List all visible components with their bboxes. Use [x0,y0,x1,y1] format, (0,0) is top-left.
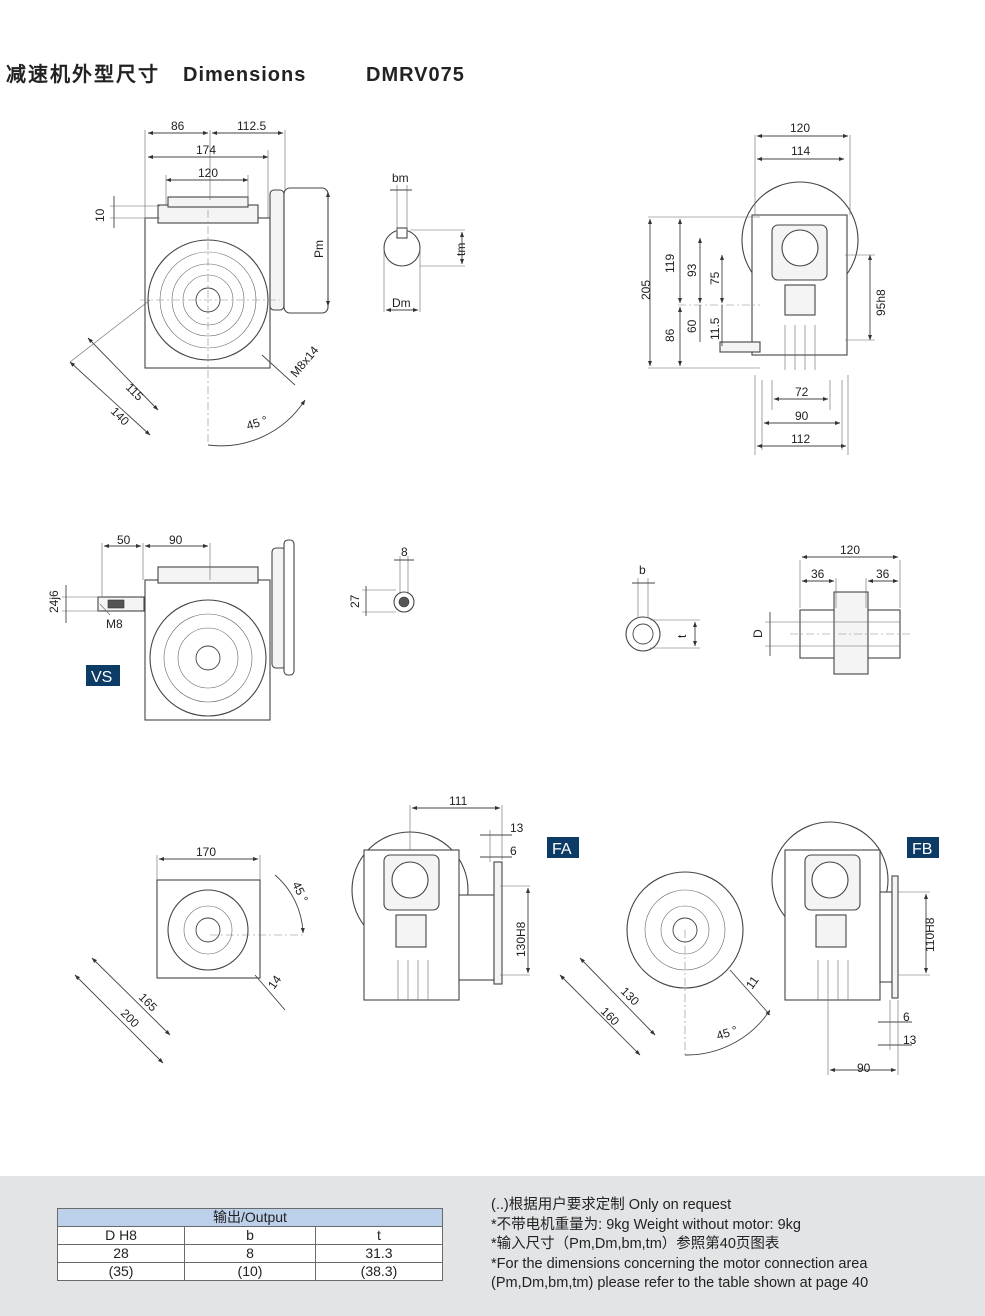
dim-label: 45 ° [715,1023,740,1043]
dim-label: 86 [171,119,185,133]
dim-label: 6 [510,844,517,858]
note-line: (..)根据用户要求定制 Only on request [491,1197,732,1213]
output-table-group-header: 输出/Output [57,1208,443,1227]
svg-text:FA: FA [552,841,572,858]
dim-label: 27 [348,594,362,608]
dim-label: tm [454,243,468,256]
fb-view: 110H8 6 13 90 FB [771,821,939,1075]
dim-label: 60 [685,319,699,333]
vs-view: 50 90 24j6 M8 VS [47,533,295,721]
dim-label: 130H8 [514,921,528,957]
fb-tag: FB [907,837,939,858]
dim-label: 13 [510,821,524,835]
note-line: (Pm,Dm,bm,tm) please refer to the table … [491,1275,869,1291]
model-name: DMRV075 [366,64,465,86]
column-header-b: b [184,1226,316,1245]
dim-label: 174 [196,143,216,157]
dim-label: 90 [857,1061,871,1075]
table-cell: (38.3) [314,1262,444,1281]
table-cell: (35) [56,1262,186,1281]
flange-plate-view: 170 45 ° 14 165 200 [74,845,311,1064]
dim-label: 11.5 [708,317,722,340]
fa-view: 111 13 6 130H8 FA [351,794,579,1001]
vs-tag: VS [86,665,120,686]
dim-label: 110H8 [923,917,937,952]
svg-text:FB: FB [912,841,932,858]
dim-label: 45 ° [289,879,311,905]
dim-label: 115 [123,380,147,404]
output-keyway: b t [625,563,700,652]
dim-label: 45 ° [245,413,270,433]
dim-label: 130 [618,984,642,1008]
dim-label: 95h8 [874,289,888,316]
side-view: 120 114 205 119 93 75 95h8 86 60 11.5 72… [639,121,888,455]
table-cell: 8 [184,1244,316,1263]
dim-label: 170 [196,845,216,859]
dim-label: 50 [117,533,131,547]
dim-label: 24j6 [47,590,61,613]
dim-label: 140 [108,404,132,428]
note-line: *For the dimensions concerning the motor… [491,1255,868,1272]
fa-tag: FA [547,837,579,858]
dim-label: 120 [198,166,218,180]
dim-label: 165 [136,990,160,1014]
svg-text:VS: VS [91,669,112,686]
dim-label: bm [392,171,409,185]
table-cell: 31.3 [314,1244,444,1263]
dim-label: 200 [118,1006,142,1030]
dim-label: 120 [790,121,810,135]
dim-label: 8 [401,545,408,559]
round-flange-view: 130 160 11 45 ° [559,871,771,1056]
dim-label: 6 [903,1010,910,1024]
dim-label: 120 [840,543,860,557]
dim-label: M8x14 [288,343,322,380]
dim-label: 205 [639,280,653,300]
dim-label: 93 [685,263,699,277]
table-row: (35) (10) (38.3) [56,1262,444,1281]
title-chinese: 减速机外型尺寸 [6,62,160,86]
dim-label: 10 [93,208,107,222]
dim-label: 14 [265,972,284,991]
dim-label: 112.5 [237,119,266,133]
dim-label: 114 [791,144,810,158]
column-header-t: t [314,1226,444,1245]
input-shaft-detail: 8 27 [348,545,415,616]
hollow-shaft-section: 120 36 36 D [751,543,910,675]
footer-panel: 输出/Output D H8 b t 28 8 31.3 (35) (10) (… [0,1176,985,1316]
dim-label: 90 [169,533,183,547]
dim-label: t [675,634,689,638]
dim-label: 90 [795,409,809,423]
dim-label: 36 [811,567,825,581]
dim-label: b [639,563,646,577]
motor-shaft-keyway: bm tm Dm [383,171,468,313]
output-table: 输出/Output D H8 b t 28 8 31.3 (35) (10) (… [56,1208,444,1281]
note-line: *不带电机重量为: 9kg Weight without motor: 9kg [491,1216,801,1233]
dim-label: 72 [795,385,809,399]
dim-label: 119 [663,254,677,273]
front-view: 86 112.5 174 120 10 Pm M8x14 115 140 45 … [69,119,331,447]
dim-label: 112 [791,432,810,446]
dim-label: 13 [903,1033,917,1047]
dim-label: 86 [663,328,677,342]
table-row: 28 8 31.3 [56,1244,444,1263]
column-header-d: D H8 [56,1226,186,1245]
dim-label: M8 [106,617,123,631]
table-cell: 28 [56,1244,186,1263]
dim-label: Pm [312,240,326,258]
dim-label: 111 [449,794,468,808]
dim-label: 75 [708,271,722,285]
dim-label: Dm [392,296,411,310]
note-line: *输入尺寸（Pm,Dm,bm,tm）参照第40页图表 [491,1236,780,1252]
technical-drawing: 减速机外型尺寸 Dimensions DMRV075 86 [6,62,939,1075]
dim-label: 11 [743,973,762,992]
title-english: Dimensions [183,64,306,86]
notes: (..)根据用户要求定制 Only on request *不带电机重量为: 9… [491,1196,971,1294]
table-cell: (10) [184,1262,316,1281]
dim-label: 36 [876,567,890,581]
dim-label: D [751,629,765,638]
dim-label: 160 [598,1004,622,1028]
